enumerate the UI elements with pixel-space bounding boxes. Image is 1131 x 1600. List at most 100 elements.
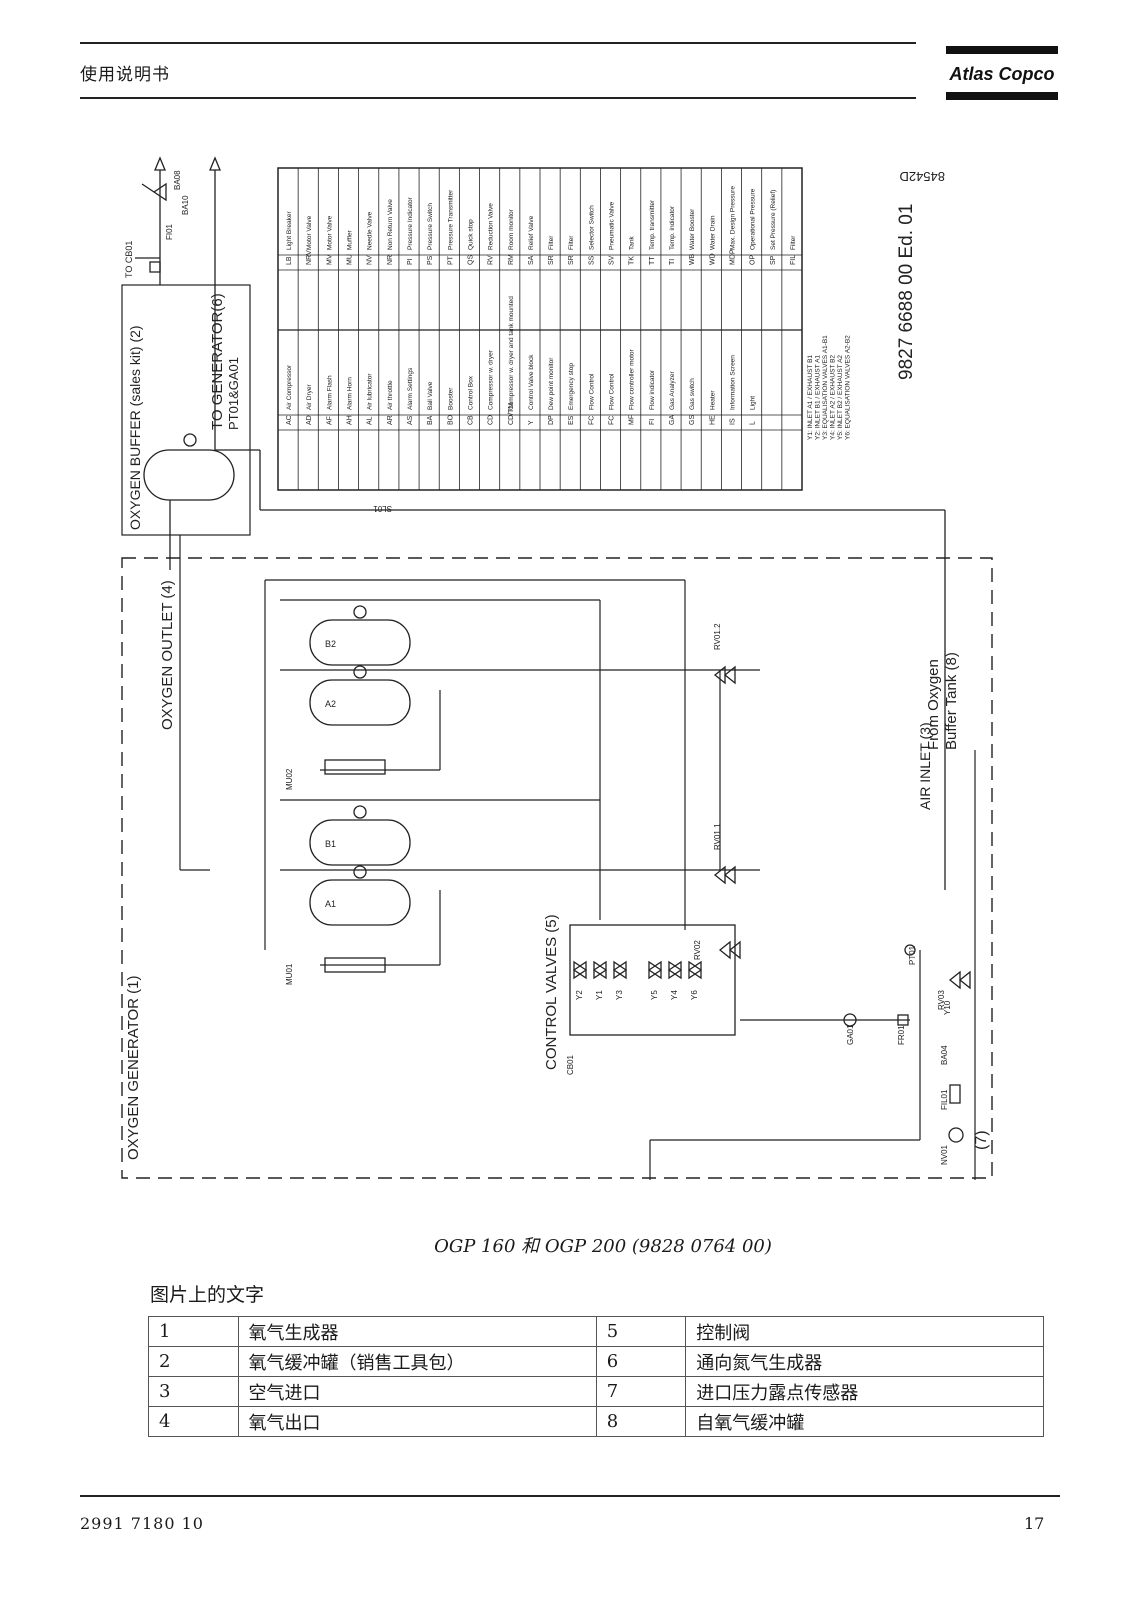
symbol-description: Compressor w. dryer <box>488 349 495 410</box>
symbol-code: SA <box>528 255 535 265</box>
symbol-description: Control Valve block <box>528 354 535 410</box>
svg-text:A1: A1 <box>325 899 336 909</box>
symbol-description: Air Compressor <box>286 364 293 410</box>
symbol-description: Filter <box>790 235 797 250</box>
symbol-description: Pressure Switch <box>427 203 434 250</box>
generator-label: OXYGEN GENERATOR (1) <box>125 976 142 1160</box>
valve-note: Y5: INLET B2 / EXHAUST A2 <box>837 355 844 440</box>
svg-text:Y4: Y4 <box>670 990 679 1000</box>
symbol-description: Information Screen <box>729 355 736 410</box>
symbol-code: NRV <box>306 250 313 265</box>
symbol-code: Y <box>528 420 535 425</box>
symbol-description: Gas switch <box>689 378 696 410</box>
table-row: 3 空气进口 7 进口压力露点传感器 <box>148 1376 1044 1407</box>
corner-code: 84542D <box>899 169 945 184</box>
symbol-code: TK <box>629 256 636 265</box>
symbol-code: BO <box>447 414 454 425</box>
valve-note: Y6: EQUALISATION VALVES A2-B2 <box>845 335 852 440</box>
symbol-description: Pneumatic Valve <box>609 201 616 250</box>
footer-page-number: 17 <box>1024 1514 1045 1533</box>
symbol-description: Flow Control <box>588 373 595 410</box>
symbol-code: WD <box>709 253 716 265</box>
symbol-description: Flow Control <box>609 373 616 410</box>
symbol-description: Booster <box>447 387 454 410</box>
symbol-code: AC <box>286 415 293 425</box>
symbol-code: SR <box>548 255 555 265</box>
symbol-code: MF <box>629 415 636 425</box>
symbol-description: Light Breaker <box>286 211 293 250</box>
symbol-code: RM <box>508 254 515 265</box>
table-row: 1 氧气生成器 5 控制阀 <box>148 1316 1044 1347</box>
symbol-description: Water Drain <box>709 215 716 250</box>
symbol-code: SP <box>770 255 777 265</box>
symbol-code: SV <box>609 255 616 265</box>
symbol-description: Temp. transmitter <box>649 199 656 250</box>
symbol-code: AD <box>306 415 313 425</box>
solenoid-valve <box>592 960 608 980</box>
svg-text:PT01&GA01: PT01&GA01 <box>226 357 241 430</box>
svg-text:BA10: BA10 <box>181 195 190 215</box>
solenoid-valve <box>667 960 683 980</box>
valve-note: Y2: INLET B1 / EXHAUST A1 <box>815 355 822 440</box>
control-valves-label: CONTROL VALVES (5) <box>543 914 560 1070</box>
header-title: 使用说明书 <box>80 65 170 85</box>
symbol-code: FC <box>609 416 616 425</box>
symbol-description: Muffler <box>347 229 354 250</box>
symbol-description: Alarm Settings <box>407 367 414 410</box>
svg-text:CB01: CB01 <box>566 1054 575 1075</box>
symbol-code: QS <box>467 255 474 265</box>
svg-text:BA08: BA08 <box>173 170 182 190</box>
control-valve-block: Y2 Y1 Y3 Y5 Y4 Y6 CB01 <box>566 924 736 1075</box>
svg-text:RV03: RV03 <box>937 990 946 1010</box>
symbol-description: Temp. indicator <box>669 205 676 250</box>
header-rule-bottom <box>80 97 916 99</box>
symbol-code: LB <box>286 256 293 265</box>
symbol-description: Water Booster <box>689 208 696 250</box>
symbol-code: CB <box>467 415 474 425</box>
symbol-code: HE <box>709 415 716 425</box>
svg-text:TO GENERATOR(6): TO GENERATOR(6) <box>209 293 226 430</box>
svg-text:Y5: Y5 <box>650 990 659 1000</box>
symbol-code: PI <box>407 258 414 265</box>
figure-caption: OGP 160 和 OGP 200 (9828 0764 00) <box>434 1236 772 1257</box>
symbol-code: PT <box>447 255 454 265</box>
solenoid-valve <box>572 960 588 980</box>
from-buffer-label-2: Buffer Tank (8) <box>943 652 960 750</box>
symbol-description: Ball Valve <box>427 381 434 410</box>
symbol-description: Motor Valve <box>306 215 313 250</box>
air-inlet-label: AIR INLET (3) <box>917 722 933 810</box>
inlet-devices: RV01.2 RV01.1 RV02 GA01 FR01 PT01 RV03 Y… <box>693 623 971 1165</box>
symbol-description: Flow controller motor <box>629 348 636 410</box>
svg-text:Y2: Y2 <box>575 990 584 1000</box>
symbol-description: Heater <box>709 390 716 410</box>
symbol-code: SR <box>568 255 575 265</box>
symbol-code: AF <box>326 416 333 425</box>
svg-text:MU01: MU01 <box>285 963 294 985</box>
symbol-description: Compressor w. dryer and tank mounted <box>508 296 515 410</box>
symbol-code: MV <box>326 254 333 265</box>
symbol-description: Flow indicator <box>649 369 656 410</box>
symbol-code: AS <box>407 415 414 425</box>
solenoid-valve <box>612 960 628 980</box>
drawing-number: 9827 6688 00 Ed. 01 <box>896 204 917 380</box>
symbol-code: TT <box>649 256 656 265</box>
svg-text:BA04: BA04 <box>940 1045 949 1065</box>
symbol-code: MDP <box>729 249 736 265</box>
symbol-code: WB <box>689 253 696 265</box>
symbol-code: GA <box>669 415 676 425</box>
footer-rule <box>80 1495 1060 1497</box>
svg-text:B1: B1 <box>325 839 336 849</box>
svg-text:RV01.1: RV01.1 <box>713 823 722 850</box>
symbol-description: Air Dryer <box>306 384 313 410</box>
symbol-description: Emergency stop <box>568 363 575 410</box>
symbol-description: Selector Switch <box>588 205 595 250</box>
svg-text:GA01: GA01 <box>846 1024 855 1045</box>
symbol-description: Gas Analyzer <box>669 371 676 410</box>
bed-pair-2: B2 A2 MU02 <box>285 605 411 790</box>
symbol-code: FIL <box>790 255 797 265</box>
symbol-code: AL <box>367 416 374 425</box>
valve-note: Y4: INLET A2 / EXHAUST B2 <box>830 355 837 440</box>
symbol-code: FC <box>588 416 595 425</box>
symbol-description: Set Pressure (Relief) <box>770 190 777 250</box>
